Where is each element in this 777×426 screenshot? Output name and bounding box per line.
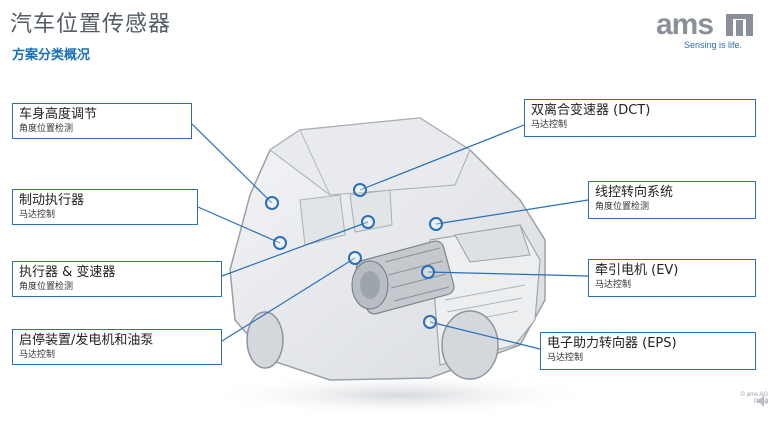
sensor-marker-steer-by-wire — [429, 217, 443, 231]
ams-logo: ams Sensing is life. — [656, 8, 766, 52]
slide-title: 汽车位置传感器 — [10, 12, 172, 37]
callout-title: 牵引电机 (EV) — [595, 263, 679, 278]
callout-title: 双离合变速器 (DCT) — [531, 103, 651, 118]
callout-sub: 马达控制 — [547, 353, 584, 363]
sensor-marker-ride-height — [265, 196, 279, 210]
callout-steer-by-wire: 线控转向系统 角度位置检测 — [588, 181, 756, 219]
leader-lines — [191, 123, 589, 350]
callout-sub: 角度位置检测 — [19, 124, 74, 134]
roof-line — [299, 129, 331, 196]
logo-mark-icon — [726, 14, 753, 36]
callout-eps: 电子助力转向器 (EPS) 马达控制 — [540, 332, 756, 370]
speaker-icon[interactable] — [756, 394, 772, 408]
sensor-marker-actuator — [361, 215, 375, 229]
sensor-marker-dct — [353, 183, 367, 197]
callout-title: 启停装置/发电机和油泵 — [19, 333, 154, 348]
footer-company: © ams AG — [740, 392, 768, 398]
interior-seats — [299, 189, 393, 246]
motor-assembly — [351, 240, 455, 315]
callout-traction-motor: 牵引电机 (EV) 马达控制 — [588, 259, 756, 297]
sensor-marker-traction — [421, 265, 435, 279]
callout-title: 制动执行器 — [19, 193, 85, 208]
callout-actuator-transmission: 执行器 & 变速器 角度位置检测 — [12, 261, 222, 297]
sensor-marker-eps — [423, 315, 437, 329]
callout-sub: 马达控制 — [19, 210, 56, 220]
ground-shadow — [200, 373, 600, 417]
callout-brake-actuator: 制动执行器 马达控制 — [12, 189, 198, 225]
callout-sub: 马达控制 — [19, 350, 56, 360]
callout-title: 线控转向系统 — [595, 185, 674, 200]
rear-wheel — [246, 311, 284, 369]
callout-title: 电子助力转向器 (EPS) — [547, 336, 677, 351]
callout-start-stop: 启停装置/发电机和油泵 马达控制 — [12, 329, 222, 365]
callout-dct: 双离合变速器 (DCT) 马达控制 — [524, 99, 756, 137]
callout-sub: 马达控制 — [595, 280, 632, 290]
callout-ride-height: 车身高度调节 角度位置检测 — [12, 103, 192, 139]
logo-tagline: Sensing is life. — [684, 40, 743, 50]
sensor-marker-brake — [273, 236, 287, 250]
sensor-marker-start-stop — [348, 251, 362, 265]
headlight — [454, 224, 531, 263]
logo-word: ams — [656, 8, 714, 41]
callout-sub: 角度位置检测 — [595, 202, 650, 212]
callout-title: 车身高度调节 — [19, 107, 98, 122]
slide-subtitle: 方案分类概况 — [12, 48, 91, 63]
callout-title: 执行器 & 变速器 — [19, 265, 116, 280]
callout-sub: 角度位置检测 — [19, 282, 74, 292]
front-wheel — [441, 310, 499, 380]
callout-sub: 马达控制 — [531, 120, 568, 130]
